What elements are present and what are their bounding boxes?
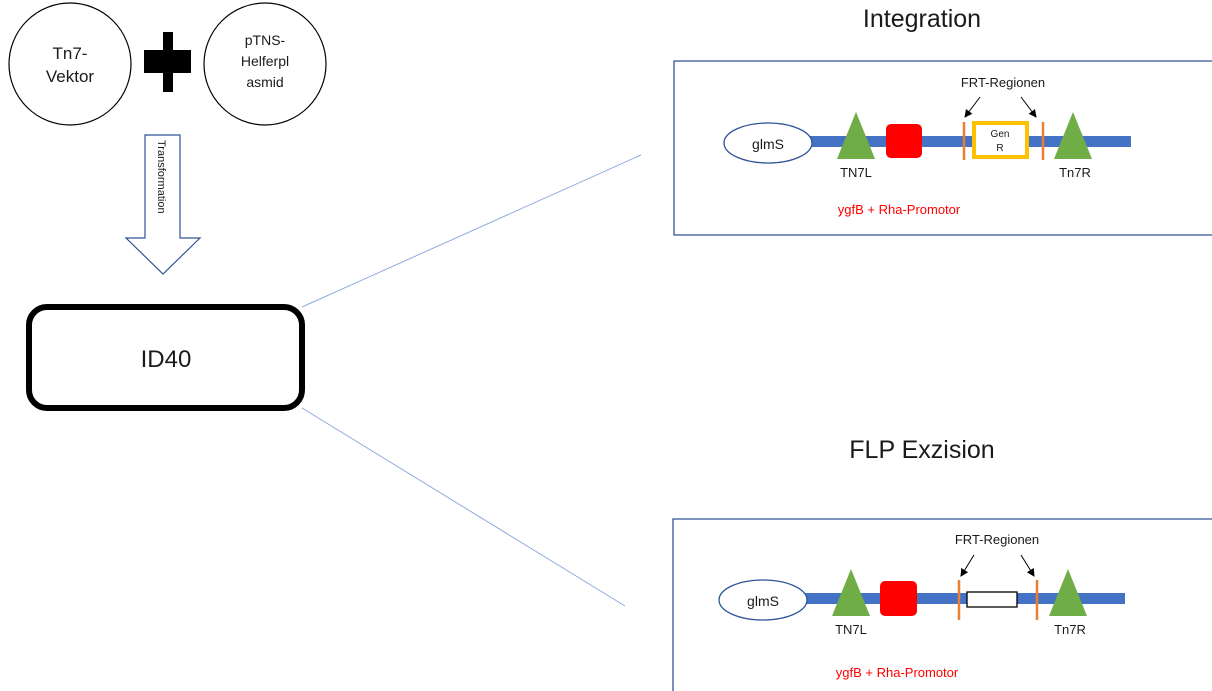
cassette-label-line2: R bbox=[996, 143, 1003, 154]
plus-icon bbox=[144, 32, 191, 92]
resistance-cassette bbox=[972, 121, 1029, 159]
promoter-box bbox=[880, 581, 917, 616]
glms-gene bbox=[723, 122, 813, 164]
transformation-label: Transformation bbox=[155, 140, 167, 214]
promoter-box bbox=[886, 124, 922, 158]
tn7r-label: Tn7R bbox=[1054, 622, 1086, 637]
integration-title: Integration bbox=[863, 5, 981, 33]
helper-plasmid-label-line2: Helferpl bbox=[241, 53, 289, 69]
excised-cassette-gap bbox=[966, 591, 1018, 608]
promoter-label: ygfB + Rha-Promotor bbox=[836, 665, 959, 680]
frt-label: FRT-Regionen bbox=[955, 532, 1039, 547]
zoom-line-bottom bbox=[301, 407, 626, 607]
tn7-vector-label-line1: Tn7- bbox=[53, 44, 88, 63]
frt-arrow-left bbox=[960, 554, 975, 577]
excision-panel: glmS TN7L Tn7R FRT-Regionen ygfB + Rha-P… bbox=[672, 518, 1212, 691]
glms-gene bbox=[718, 579, 808, 621]
glms-label: glmS bbox=[752, 136, 784, 152]
transformation-arrow: Transformation bbox=[124, 134, 202, 275]
helper-plasmid-node: pTNS- Helferpl asmid bbox=[203, 2, 327, 126]
tn7l-label: TN7L bbox=[835, 622, 867, 637]
integration-panel: glmS TN7L Gen R Tn7R FRT-Regionen ygfB +… bbox=[673, 60, 1212, 236]
frt-arrow-right bbox=[1020, 96, 1037, 118]
frt-label: FRT-Regionen bbox=[961, 75, 1045, 90]
dna-bar bbox=[770, 136, 1131, 147]
helper-plasmid-label-line1: pTNS- bbox=[245, 32, 286, 48]
promoter-label: ygfB + Rha-Promotor bbox=[838, 202, 961, 217]
frt-arrow-left bbox=[964, 96, 981, 118]
cassette-label-line1: Gen bbox=[991, 129, 1010, 140]
tn7r-triangle bbox=[1049, 569, 1087, 616]
helper-plasmid-label-line3: asmid bbox=[246, 74, 283, 90]
tn7r-triangle bbox=[1054, 112, 1092, 159]
excision-title: FLP Exzision bbox=[849, 436, 994, 464]
tn7l-triangle bbox=[837, 112, 875, 159]
tn7l-triangle bbox=[832, 569, 870, 616]
strain-label: ID40 bbox=[141, 346, 192, 373]
dna-bar bbox=[765, 593, 1125, 604]
tn7-vector-node: Tn7- Vektor bbox=[8, 2, 132, 126]
tn7l-label: TN7L bbox=[840, 165, 872, 180]
frt-arrow-right bbox=[1020, 554, 1035, 577]
zoom-line-top bbox=[301, 154, 642, 308]
glms-label: glmS bbox=[747, 593, 779, 609]
strain-box: ID40 bbox=[26, 304, 305, 411]
tn7r-label: Tn7R bbox=[1059, 165, 1091, 180]
tn7-vector-label-line2: Vektor bbox=[46, 67, 95, 86]
